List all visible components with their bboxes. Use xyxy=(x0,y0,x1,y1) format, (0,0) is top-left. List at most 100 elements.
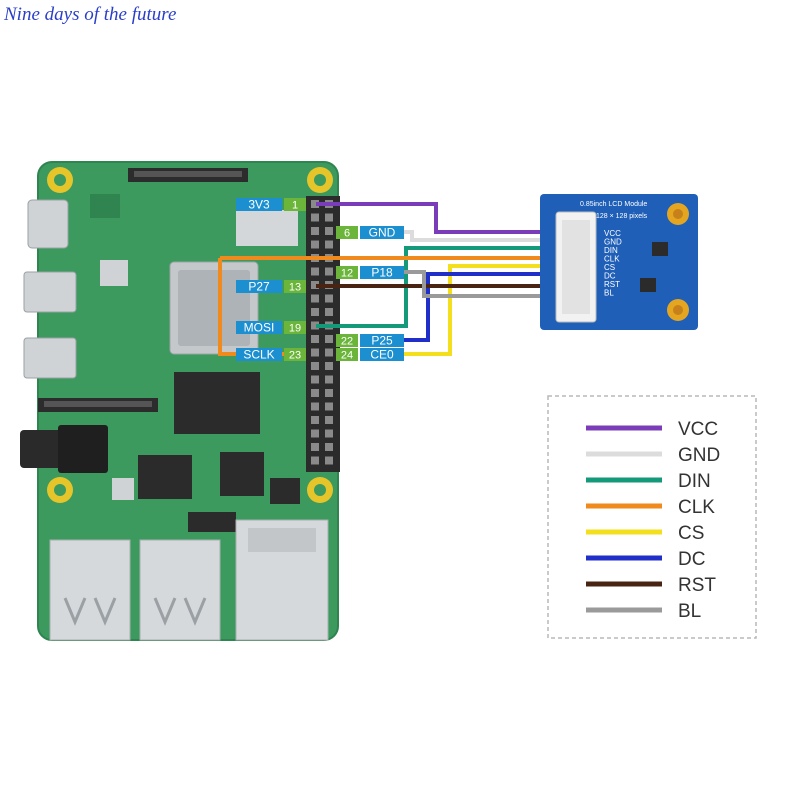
lcd-pin-label-clk: CLK xyxy=(604,255,620,264)
gpio-header xyxy=(306,196,340,472)
pin-number-badge xyxy=(336,334,358,347)
signal-badge xyxy=(236,280,282,293)
usb-port-icon xyxy=(49,539,221,641)
gpio-pin xyxy=(325,456,333,465)
gpio-pin xyxy=(325,429,333,438)
gpio-pin xyxy=(311,308,319,316)
gpio-pin xyxy=(311,456,319,465)
wire-cs xyxy=(404,264,556,356)
legend-label-vcc: VCC xyxy=(678,419,718,440)
watermark: Nine days of the future xyxy=(4,4,177,25)
signal-badge xyxy=(236,198,282,211)
raspberry-pi-board xyxy=(20,161,340,641)
wire-bl xyxy=(404,270,556,298)
lcd-pin-label-din: DIN xyxy=(604,246,618,255)
gpio-pin xyxy=(311,240,319,249)
wires xyxy=(218,202,556,356)
lcd-module: 0.85inch LCD Module 128 × 128 pixels VCC… xyxy=(540,194,698,330)
pin-number-1: 1 xyxy=(292,200,298,212)
gpio-pin xyxy=(311,375,319,384)
lcd-pin-label-vcc: VCC xyxy=(604,229,621,238)
pin-number-22: 22 xyxy=(341,336,353,348)
wire-dc xyxy=(404,272,556,342)
wire-vcc xyxy=(316,202,556,234)
gpio-pin xyxy=(325,335,333,343)
pin-number-badge xyxy=(336,348,358,361)
signal-badge xyxy=(360,348,404,361)
lcd-pin-label-rst: RST xyxy=(604,280,620,289)
gpio-pin xyxy=(311,321,319,330)
gpio-pin xyxy=(311,213,319,222)
gpio-pin xyxy=(325,213,333,222)
lcd-pin-label-dc: DC xyxy=(604,272,616,281)
gpio-pin xyxy=(325,267,333,276)
gpio-pin xyxy=(325,227,333,235)
gpio-pin xyxy=(325,389,333,397)
lcd-pin-label-cs: CS xyxy=(604,263,615,272)
pin-number-6: 6 xyxy=(344,228,350,240)
gpio-pin xyxy=(325,443,333,451)
pin-number-23: 23 xyxy=(289,350,301,362)
gpio-pin xyxy=(311,443,319,451)
legend-label-dc: DC xyxy=(678,549,705,570)
legend-label-clk: CLK xyxy=(678,497,715,518)
gpio-pin xyxy=(311,362,319,370)
gpio-pin xyxy=(311,429,319,438)
gpio-pin xyxy=(311,227,319,235)
gpio-pin xyxy=(325,362,333,370)
gpio-pin xyxy=(311,348,319,357)
mounting-hole-icon xyxy=(47,167,333,503)
signal-badge xyxy=(360,334,404,347)
signal-label-sclk: SCLK xyxy=(243,348,274,362)
gpio-pin xyxy=(311,294,319,303)
legend-label-gnd: GND xyxy=(678,445,720,466)
gpio-pin xyxy=(325,240,333,249)
gpio-pin xyxy=(325,402,333,411)
signal-label-3v3: 3V3 xyxy=(248,198,270,212)
gpio-pin xyxy=(311,335,319,343)
gpio-pin xyxy=(311,416,319,424)
pin-number-24: 24 xyxy=(341,350,353,362)
gpio-pin xyxy=(311,389,319,397)
ethernet-port-icon xyxy=(235,519,329,641)
pin-number-badge xyxy=(284,280,306,293)
legend-label-rst: RST xyxy=(678,575,716,596)
signal-label-p27: P27 xyxy=(248,280,270,294)
signal-badge xyxy=(360,266,404,279)
pin-number-badge xyxy=(336,226,358,239)
legend: VCC GND DIN CLK CS DC RST BL xyxy=(547,395,757,639)
pin-number-badge xyxy=(284,321,306,334)
pin-number-13: 13 xyxy=(289,282,301,294)
legend-label-din: DIN xyxy=(678,471,711,492)
gpio-pin xyxy=(311,267,319,276)
signal-label-gnd: GND xyxy=(369,226,396,240)
lcd-pin-label-bl: BL xyxy=(604,289,614,298)
gpio-pin xyxy=(311,200,319,208)
lcd-module-resolution: 128 × 128 pixels xyxy=(596,213,648,220)
signal-badge xyxy=(236,348,282,361)
signal-label-p25: P25 xyxy=(371,334,393,348)
pin-number-12: 12 xyxy=(341,268,353,280)
pin-number-19: 19 xyxy=(289,323,301,335)
lcd-pin-label-gnd: GND xyxy=(604,238,622,247)
pin-number-badge xyxy=(284,198,306,211)
legend-label-cs: CS xyxy=(678,523,704,544)
lcd-module-title: 0.85inch LCD Module xyxy=(580,201,647,208)
gpio-pin xyxy=(311,281,319,289)
gpio-pin xyxy=(325,416,333,424)
signal-badge xyxy=(236,321,282,334)
pin-number-badge xyxy=(336,266,358,279)
legend-label-bl: BL xyxy=(678,601,701,622)
signal-label-ce0: CE0 xyxy=(370,348,394,362)
gpio-pin xyxy=(311,402,319,411)
signal-label-mosi: MOSI xyxy=(244,321,275,335)
signal-label-p18: P18 xyxy=(371,266,393,280)
gpio-pin xyxy=(325,375,333,384)
signal-badge xyxy=(360,226,404,239)
pin-number-badge xyxy=(284,348,306,361)
wire-gnd xyxy=(404,230,556,242)
gpio-pin xyxy=(325,294,333,303)
gpio-pin xyxy=(325,308,333,316)
